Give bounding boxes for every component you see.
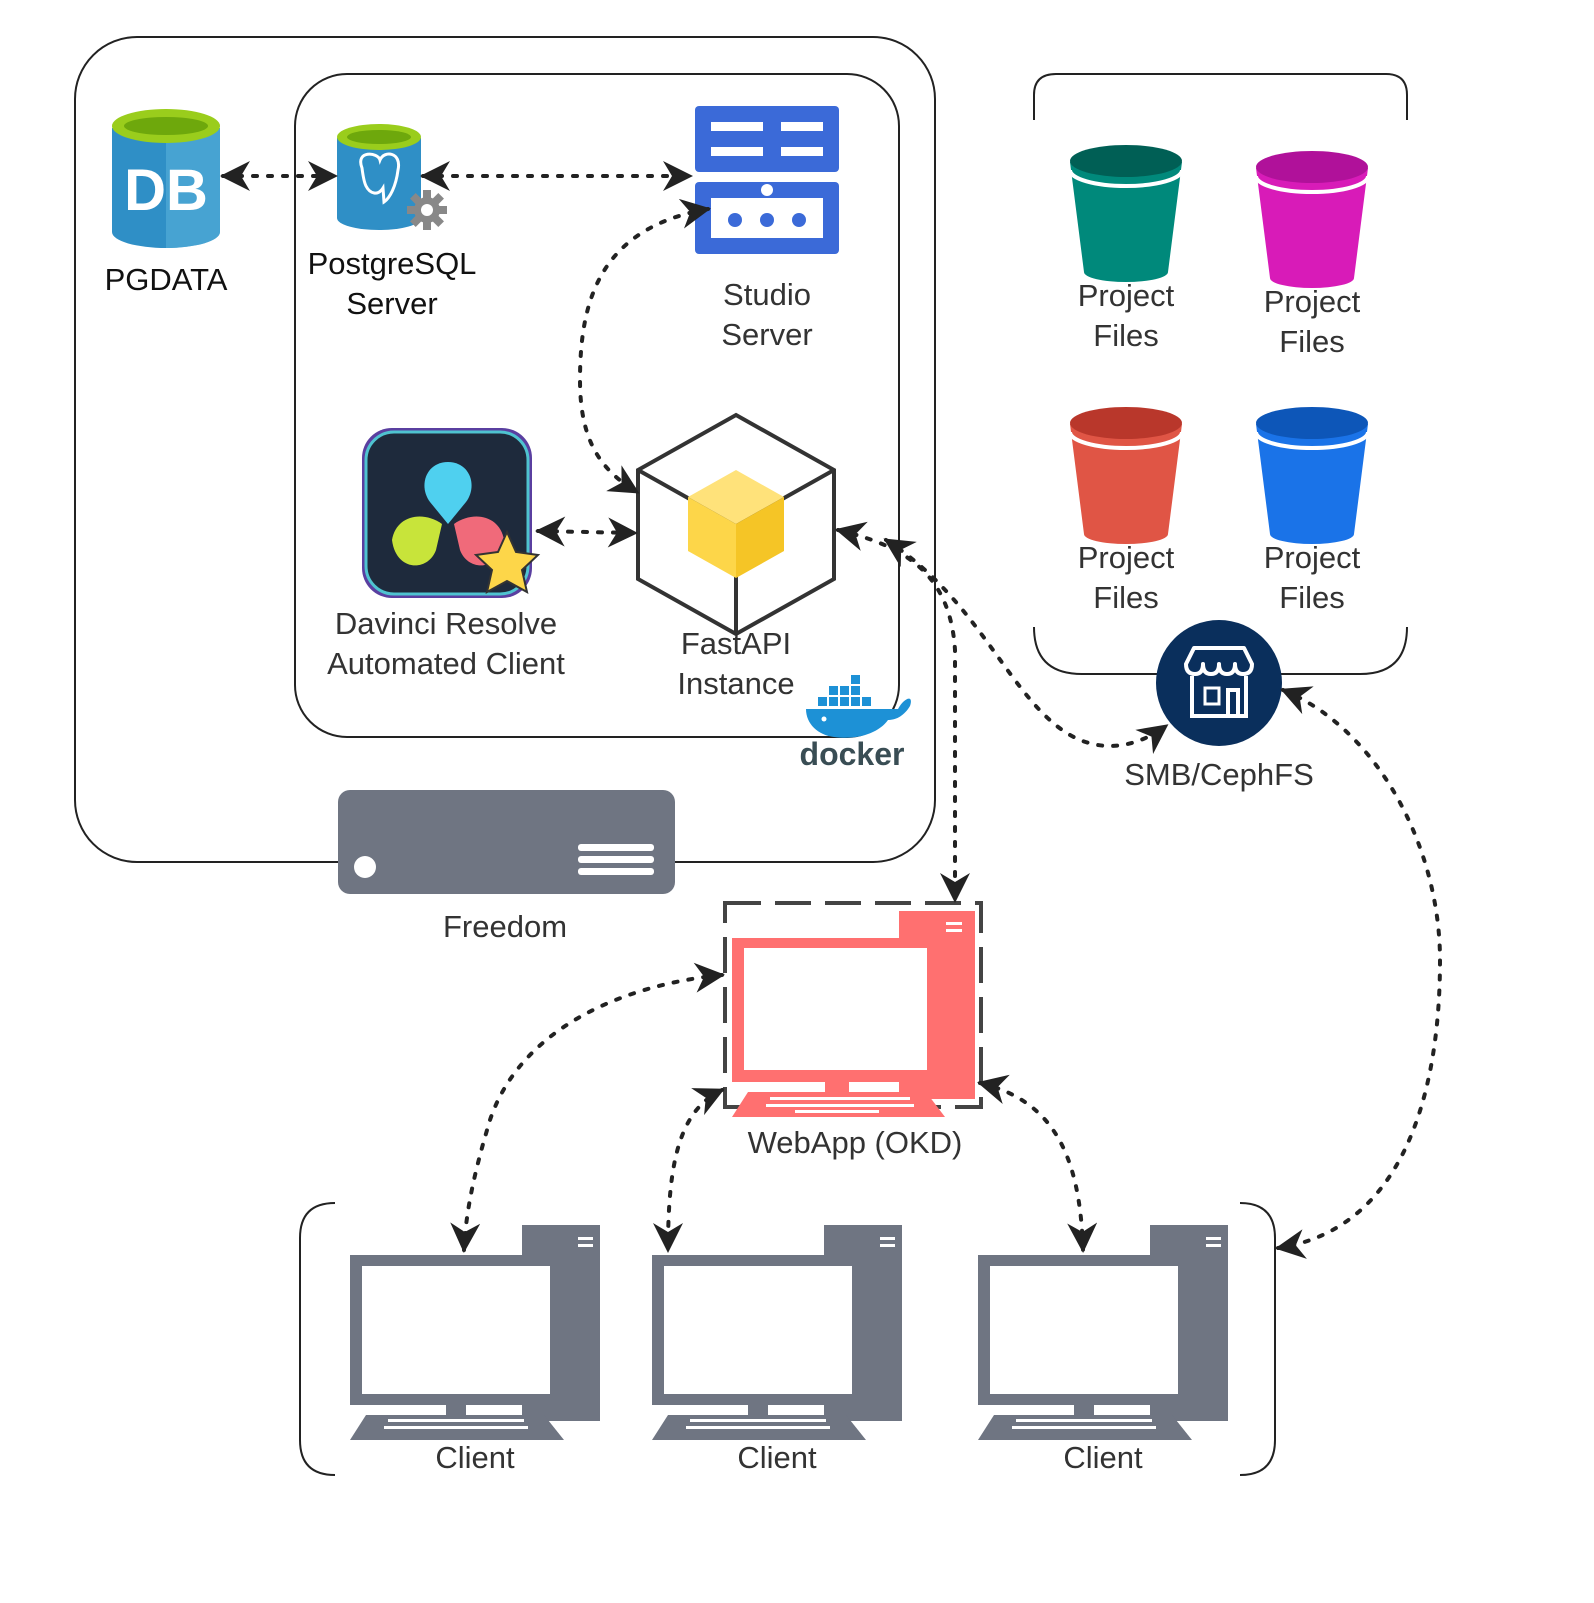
- docker-container-frame: [294, 73, 900, 738]
- project-files-3-line2: Files: [1093, 580, 1158, 615]
- bucket-icon: [1254, 151, 1370, 288]
- edge-smb-clients: [1275, 686, 1443, 1259]
- storefront-icon: [1156, 620, 1282, 746]
- project-files-1-line1: Project: [1078, 278, 1175, 313]
- clients-group-bracket-left: [299, 1202, 336, 1476]
- desktop-computer-icon: [350, 1225, 600, 1440]
- edge-webapp-client2: [653, 1088, 725, 1253]
- database-icon: DB: [112, 109, 220, 248]
- bucket-icon: [1068, 145, 1184, 282]
- desktop-computer-icon: [723, 901, 983, 1117]
- project-files-2-line1: Project: [1264, 284, 1361, 319]
- server-icon: [338, 790, 675, 894]
- edge-fastapi-smb: [883, 538, 1169, 755]
- edge-davinci-fastapi: [535, 516, 638, 548]
- clients-group-bracket-right: [1239, 1202, 1276, 1476]
- client-3-label: Client: [1063, 1440, 1143, 1475]
- davinci-resolve-icon: [362, 428, 541, 598]
- client-1-label: Client: [435, 1440, 515, 1475]
- desktop-computer-icon: [652, 1225, 902, 1440]
- project-files-4-line1: Project: [1264, 540, 1361, 575]
- project-files-3-line1: Project: [1078, 540, 1175, 575]
- fastapi-label-line1: FastAPI: [681, 626, 791, 661]
- bucket-icon: [1254, 407, 1370, 544]
- project-files-1-line2: Files: [1093, 318, 1158, 353]
- client-2-label: Client: [737, 1440, 817, 1475]
- postgresql-icon: [337, 124, 447, 230]
- studio-server-icon: [695, 106, 839, 254]
- edge-webapp-client1: [450, 962, 725, 1253]
- davinci-label-line1: Davinci Resolve: [335, 606, 557, 641]
- project-files-2-line2: Files: [1279, 324, 1344, 359]
- storage-group-bracket: [1033, 73, 1408, 120]
- studio-label-line2: Server: [721, 317, 812, 352]
- webapp-label: WebApp (OKD): [748, 1125, 963, 1160]
- postgres-label-line2: Server: [346, 286, 437, 321]
- project-files-4-line2: Files: [1279, 580, 1344, 615]
- edge-studio-fastapi: [577, 198, 711, 494]
- pgdata-label: PGDATA: [105, 262, 228, 297]
- studio-label-line1: Studio: [723, 277, 811, 312]
- docker-wordmark: docker: [800, 736, 905, 772]
- fastapi-cube-icon: [636, 412, 836, 637]
- edge-webapp-client3: [977, 1074, 1098, 1253]
- postgres-label-line1: PostgreSQL: [308, 246, 477, 281]
- db-icon-text: DB: [124, 158, 208, 223]
- freedom-label: Freedom: [443, 909, 567, 944]
- fastapi-label-line2: Instance: [677, 666, 794, 701]
- desktop-computer-icon: [978, 1225, 1228, 1440]
- bucket-icon: [1068, 407, 1184, 544]
- smb-label: SMB/CephFS: [1124, 757, 1314, 792]
- davinci-label-line2: Automated Client: [327, 646, 565, 681]
